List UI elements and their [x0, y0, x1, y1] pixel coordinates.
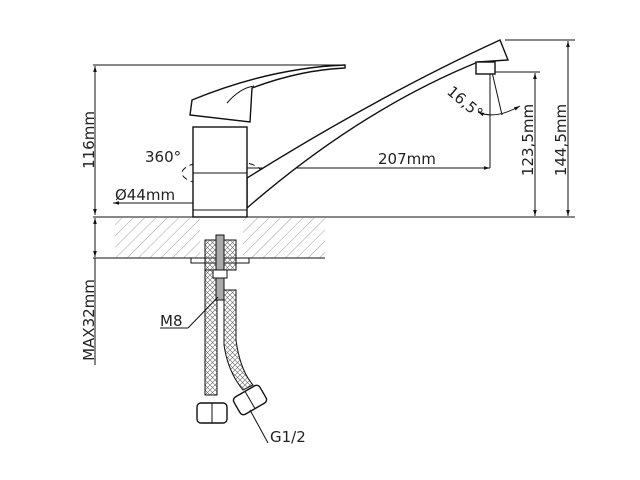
- faucet-body: [189, 39, 510, 218]
- label-spout-height: 123,5mm: [519, 104, 537, 176]
- hose-nut-left: [196, 402, 228, 424]
- label-total-height: 144,5mm: [552, 104, 570, 176]
- label-rotation: 360°: [145, 148, 181, 166]
- label-reach: 207mm: [378, 150, 436, 168]
- label-max-32: MAX32mm: [80, 279, 98, 361]
- label-angle: 16,5°: [443, 82, 486, 122]
- hose-nut-right: [232, 384, 268, 416]
- supply-hoses: [160, 234, 269, 444]
- label-thread-m8: M8: [160, 312, 183, 330]
- label-diameter: Ø44mm: [115, 186, 175, 204]
- label-thread-g12: G1/2: [270, 428, 306, 446]
- countertop-section: [93, 216, 575, 264]
- label-height-116: 116mm: [80, 111, 98, 169]
